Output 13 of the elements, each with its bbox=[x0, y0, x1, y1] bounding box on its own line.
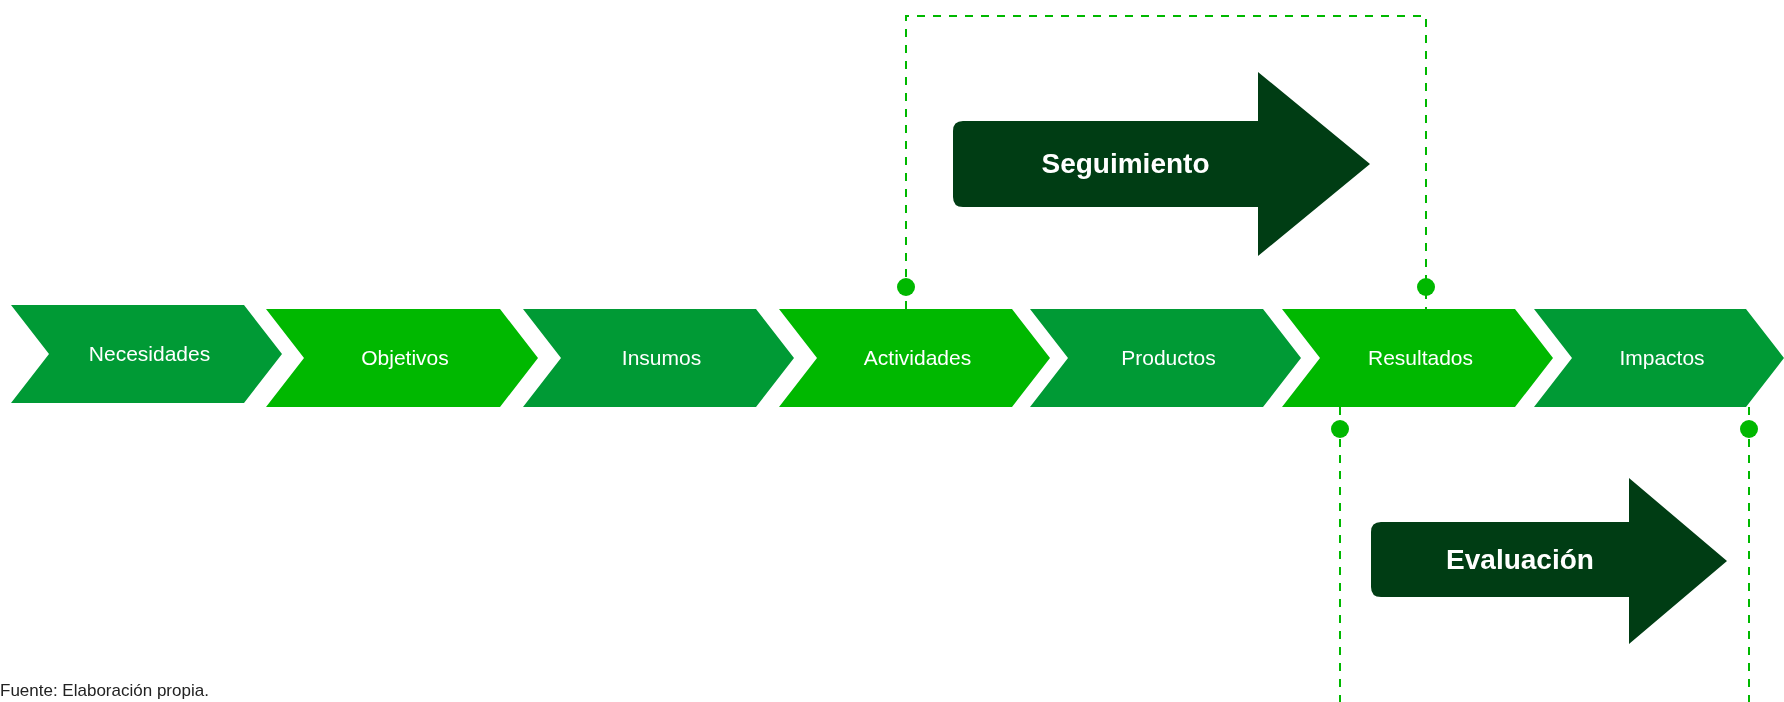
stage-label: Insumos bbox=[621, 345, 702, 372]
dashed-connector bbox=[897, 15, 1435, 310]
dashed-connector bbox=[1740, 406, 1758, 702]
arrow-label: Seguimiento bbox=[1041, 147, 1210, 181]
stage-label: Objetivos bbox=[361, 345, 449, 372]
caption: Fuente: Elaboración propia. bbox=[0, 680, 209, 702]
stage-label: Productos bbox=[1121, 345, 1216, 372]
arrow-label: Evaluación bbox=[1446, 542, 1594, 577]
stage-label: Impactos bbox=[1619, 345, 1705, 372]
stage-label: Actividades bbox=[863, 345, 972, 372]
stage-label: Resultados bbox=[1367, 345, 1474, 372]
stage-label: Necesidades bbox=[88, 341, 211, 368]
dashed-connector bbox=[1331, 406, 1349, 702]
